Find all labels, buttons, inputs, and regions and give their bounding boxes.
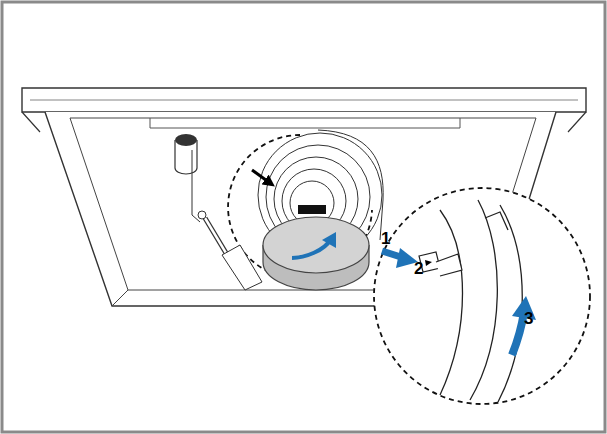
callout-number: 1 — [381, 230, 390, 247]
callout-number: 3 — [524, 310, 533, 327]
callout-number: 2 — [414, 260, 423, 277]
